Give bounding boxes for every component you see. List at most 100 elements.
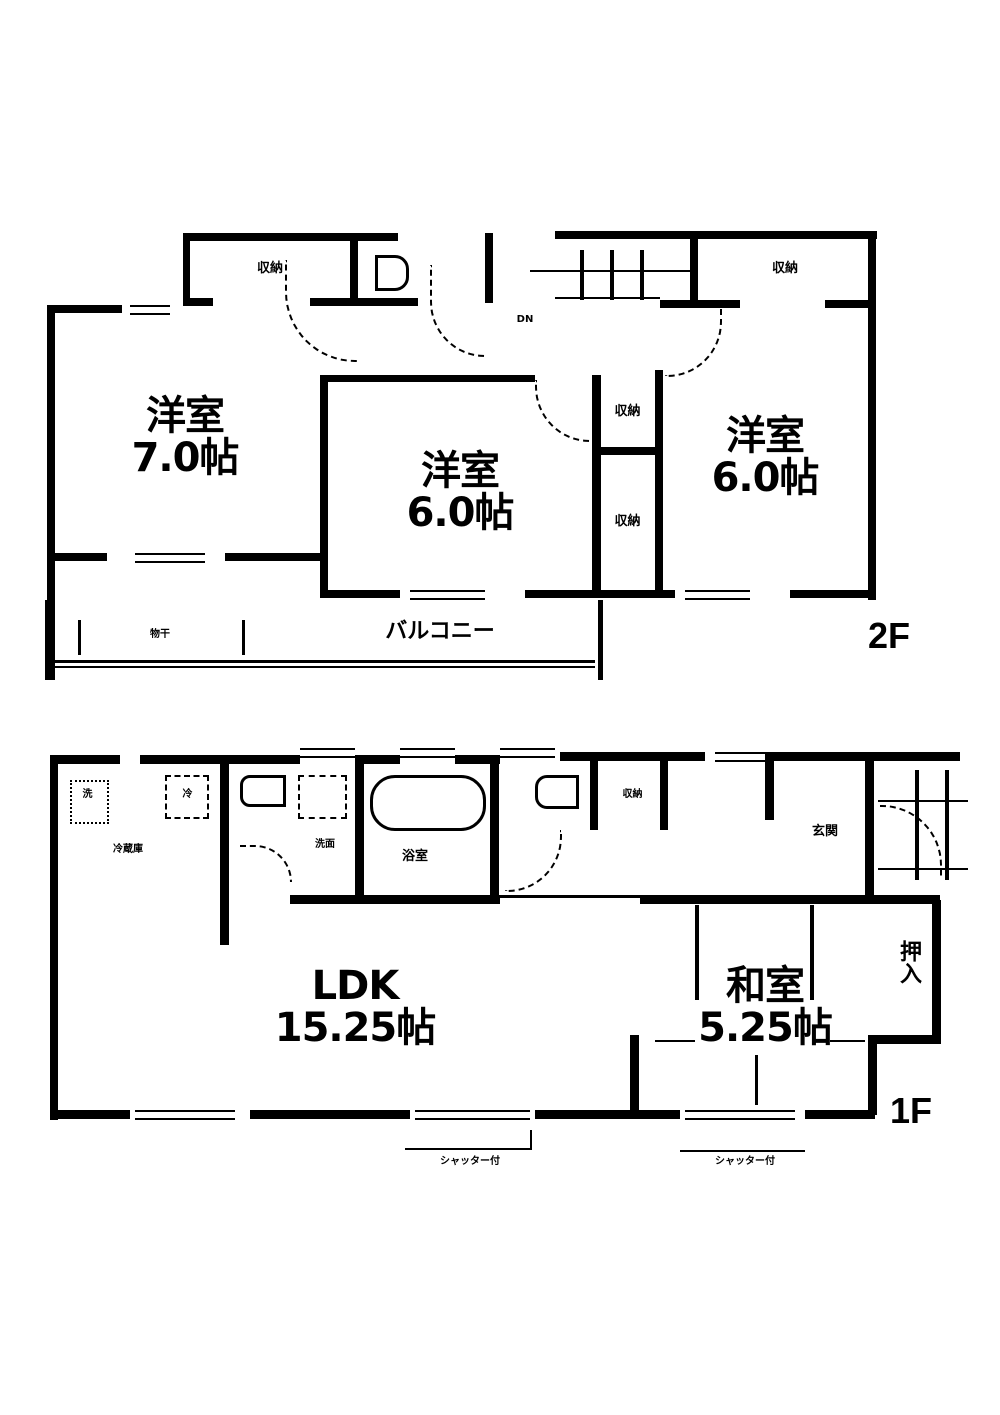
toilet-icon xyxy=(240,775,286,807)
storage-label: 収納 xyxy=(614,514,641,529)
stair-tread xyxy=(945,770,949,880)
window xyxy=(500,748,555,758)
wall xyxy=(640,895,940,904)
wall xyxy=(50,1110,130,1119)
wall xyxy=(225,553,325,561)
fridge-icon xyxy=(165,775,209,819)
balcony-edge xyxy=(55,666,595,668)
wall xyxy=(183,233,190,303)
wall xyxy=(47,305,55,680)
room-name: 洋室 xyxy=(146,393,225,439)
door-swing xyxy=(430,265,487,357)
shutter-note: シャッター付 xyxy=(715,1156,775,1167)
drying-pole xyxy=(78,620,81,655)
wall xyxy=(535,1110,680,1119)
wall xyxy=(868,1035,877,1115)
wall xyxy=(592,375,601,595)
window xyxy=(715,752,765,762)
stairs-down-label: DN xyxy=(516,314,534,325)
wall xyxy=(790,590,876,598)
stair-tread xyxy=(610,250,614,300)
stair-rail xyxy=(530,270,690,272)
fridge-label: 冷 xyxy=(182,789,193,800)
toilet-icon xyxy=(375,255,409,291)
bathtub-icon xyxy=(370,775,486,831)
room-size: 15.25帖 xyxy=(274,1005,437,1051)
wall xyxy=(868,231,876,301)
wall xyxy=(690,231,698,301)
wall xyxy=(555,231,877,239)
room-western-6-center: 洋室 6.0帖 xyxy=(385,450,535,534)
wall xyxy=(590,760,598,830)
wall xyxy=(660,300,740,308)
door-swing xyxy=(880,805,942,877)
wall xyxy=(868,1035,941,1044)
stair-rail xyxy=(555,297,660,299)
wall xyxy=(455,755,500,764)
wall xyxy=(592,447,662,455)
wall xyxy=(183,298,213,306)
floor-label-1f: 1F xyxy=(890,1090,933,1131)
closet-text: 押入 xyxy=(896,940,921,984)
balcony-label: バルコニー xyxy=(385,619,495,644)
wall xyxy=(183,233,398,241)
room-size: 6.0帖 xyxy=(711,455,820,501)
fusuma-line xyxy=(695,905,699,1000)
tatami-line xyxy=(755,1055,758,1105)
wall xyxy=(250,1110,410,1119)
wall xyxy=(825,300,875,308)
wall xyxy=(47,305,122,313)
room-name: 和室 xyxy=(726,963,805,1009)
door-swing xyxy=(535,380,592,442)
room-size: 5.25帖 xyxy=(698,1005,833,1051)
window xyxy=(400,748,455,758)
fusuma-line xyxy=(810,905,814,1000)
window xyxy=(300,748,355,758)
wall xyxy=(560,752,705,761)
door-swing xyxy=(285,260,357,362)
stair-tread xyxy=(640,250,644,300)
room-size: 6.0帖 xyxy=(406,490,515,536)
entrance-label: 玄関 xyxy=(811,824,838,839)
wall xyxy=(765,752,960,761)
washer-icon xyxy=(70,780,109,824)
wall xyxy=(865,760,874,900)
storage-label: 収納 xyxy=(622,789,643,800)
wall xyxy=(290,895,500,904)
balcony-rail xyxy=(598,600,603,680)
door-swing xyxy=(505,830,562,892)
washer-label: 洗 xyxy=(82,789,93,800)
stair-tread xyxy=(580,250,584,300)
balcony-edge xyxy=(55,660,595,663)
wall xyxy=(765,760,774,820)
wall xyxy=(320,375,535,382)
wall xyxy=(140,755,300,764)
room-western-7: 洋室 7.0帖 xyxy=(110,395,260,479)
wall xyxy=(932,900,941,1040)
stair-rail xyxy=(878,800,968,802)
wall xyxy=(485,233,493,303)
storage-label: 冷蔵庫 xyxy=(113,844,143,855)
wall xyxy=(320,375,328,595)
window xyxy=(135,1110,235,1120)
sink-icon xyxy=(298,775,347,819)
wall xyxy=(355,755,400,764)
balcony-rail xyxy=(45,600,50,680)
drying-pole xyxy=(242,620,245,655)
wall xyxy=(47,553,107,561)
room-ldk: LDK 15.25帖 xyxy=(245,965,465,1049)
room-size: 7.0帖 xyxy=(131,435,240,481)
tatami-line xyxy=(830,1040,865,1042)
window xyxy=(135,553,205,563)
wall xyxy=(50,755,120,764)
wall xyxy=(358,298,418,306)
wall xyxy=(490,762,499,902)
wall xyxy=(220,760,229,945)
toilet-icon xyxy=(535,775,579,809)
window xyxy=(410,590,485,600)
door-swing xyxy=(240,845,292,882)
window xyxy=(415,1110,530,1120)
floor-label-2f: 2F xyxy=(868,615,911,656)
wall xyxy=(660,760,668,830)
room-name: 洋室 xyxy=(726,413,805,459)
